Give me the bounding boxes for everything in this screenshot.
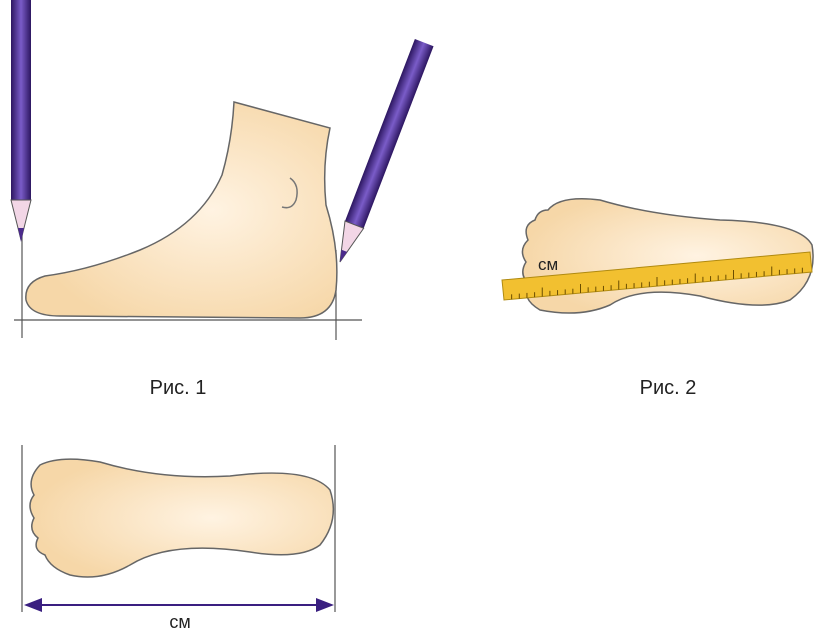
caption-fig-1: Рис. 1 — [150, 377, 207, 399]
figure-3: см — [21, 445, 336, 632]
pencil-icon — [339, 39, 434, 263]
unit-label-cm: см — [538, 255, 558, 274]
foot-side-view — [25, 101, 338, 319]
foot-top-view — [29, 458, 335, 578]
caption-fig-2: Рис. 2 — [640, 377, 697, 399]
figure-2: см Рис. 2 — [501, 198, 814, 399]
pencil-icon — [10, 0, 32, 242]
ankle-bone — [281, 177, 298, 209]
ruler — [501, 251, 813, 301]
length-arrow — [24, 598, 334, 612]
unit-label-cm: см — [169, 612, 190, 632]
figure-1: Рис. 1 — [10, 0, 434, 399]
